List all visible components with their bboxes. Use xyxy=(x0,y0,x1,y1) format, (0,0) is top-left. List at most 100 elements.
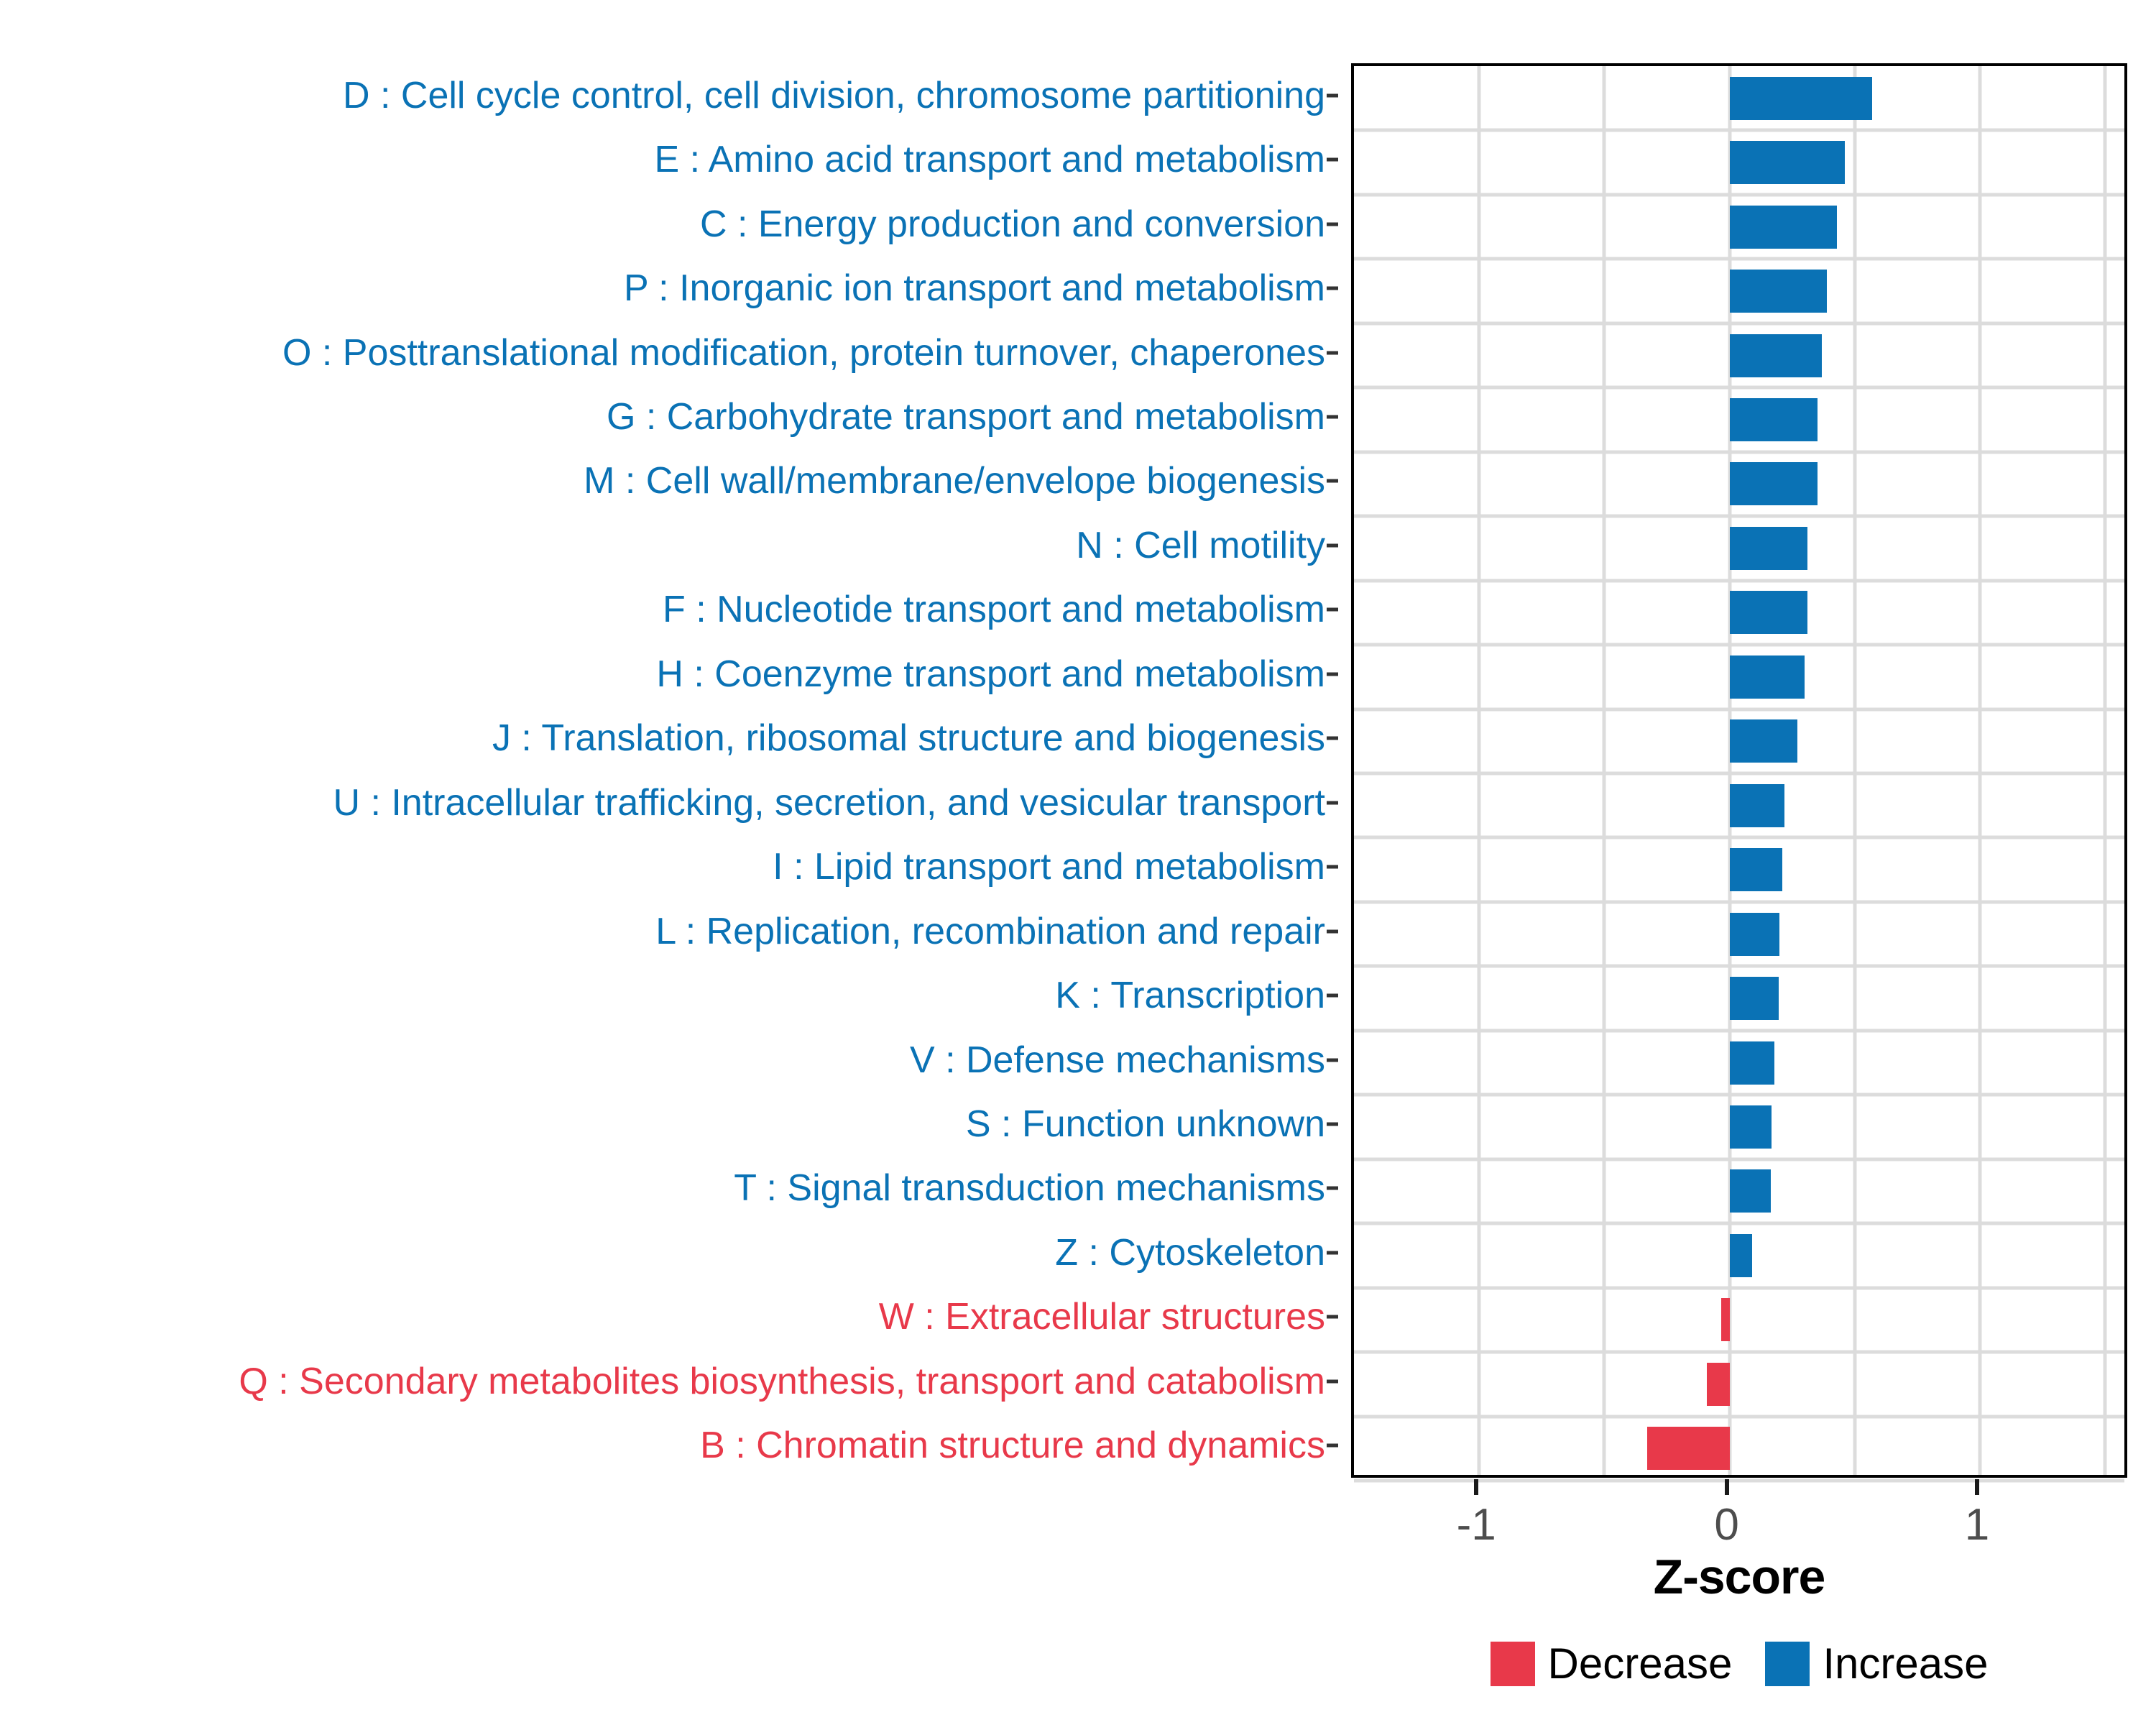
horizontal-gridline xyxy=(1354,321,2124,326)
horizontal-gridline xyxy=(1354,450,2124,454)
y-axis-label: F : Nucleotide transport and metabolism xyxy=(663,589,1325,631)
x-axis-tick-label: -1 xyxy=(1456,1500,1496,1550)
bar xyxy=(1729,1169,1772,1213)
horizontal-gridline xyxy=(1354,1478,2124,1483)
bar xyxy=(1729,655,1805,699)
horizontal-gridline xyxy=(1354,257,2124,261)
plot-inner xyxy=(1354,66,2124,1483)
horizontal-gridline xyxy=(1354,1157,2124,1162)
horizontal-gridline xyxy=(1354,1350,2124,1354)
y-axis-tick xyxy=(1327,672,1338,676)
y-axis-tick xyxy=(1327,222,1338,226)
bar xyxy=(1729,912,1780,956)
vertical-gridline-minor xyxy=(2103,66,2107,1475)
y-axis-tick xyxy=(1327,993,1338,998)
vertical-gridline xyxy=(1477,66,1481,1475)
bar xyxy=(1721,1298,1730,1342)
y-axis-tick xyxy=(1327,736,1338,740)
bar xyxy=(1729,1041,1775,1085)
y-axis-label: O : Posttranslational modification, prot… xyxy=(282,331,1325,374)
bar xyxy=(1729,783,1785,827)
legend-swatch xyxy=(1765,1641,1810,1686)
y-axis-tick xyxy=(1327,351,1338,355)
y-axis-tick xyxy=(1327,1122,1338,1126)
legend-swatch xyxy=(1490,1641,1535,1686)
y-axis-label: J : Translation, ribosomal structure and… xyxy=(492,717,1325,760)
y-axis-label: S : Function unknown xyxy=(965,1103,1325,1145)
y-axis-tick xyxy=(1327,543,1338,548)
legend-label: Increase xyxy=(1823,1639,1989,1688)
horizontal-gridline xyxy=(1354,1286,2124,1290)
horizontal-gridline xyxy=(1354,514,2124,518)
bar xyxy=(1646,1427,1730,1471)
vertical-gridline xyxy=(1728,66,1732,1475)
y-axis-label: H : Coenzyme transport and metabolism xyxy=(656,653,1325,695)
y-axis-label: T : Signal transduction mechanisms xyxy=(734,1167,1325,1210)
vertical-gridline xyxy=(1978,66,1982,1475)
bar xyxy=(1729,526,1807,570)
bar xyxy=(1729,848,1782,892)
horizontal-gridline xyxy=(1354,385,2124,390)
horizontal-gridline xyxy=(1354,835,2124,840)
y-axis-tick xyxy=(1327,286,1338,290)
y-axis-label: K : Transcription xyxy=(1055,975,1325,1017)
y-axis-tick xyxy=(1327,93,1338,98)
bar xyxy=(1706,1362,1730,1406)
y-axis-tick xyxy=(1327,1251,1338,1255)
vertical-gridline-minor xyxy=(1602,66,1606,1475)
bar xyxy=(1729,141,1845,185)
legend-item[interactable]: Decrease xyxy=(1490,1639,1733,1688)
y-axis-label: N : Cell motility xyxy=(1076,524,1325,566)
y-axis-tick xyxy=(1327,929,1338,934)
bar xyxy=(1729,462,1818,506)
x-axis-tick xyxy=(1474,1479,1479,1495)
y-axis-label: E : Amino acid transport and metabolism xyxy=(654,139,1325,181)
y-axis-label: V : Defense mechanisms xyxy=(909,1039,1325,1081)
x-axis-tick xyxy=(1724,1479,1729,1495)
x-axis-title: Z-score xyxy=(1351,1549,2127,1605)
y-axis-label: Z : Cytoskeleton xyxy=(1055,1231,1325,1274)
y-axis-label: D : Cell cycle control, cell division, c… xyxy=(343,74,1325,116)
bar xyxy=(1729,205,1838,249)
bar xyxy=(1729,719,1797,763)
y-axis-tick xyxy=(1327,415,1338,419)
x-axis-title-text: Z-score xyxy=(1653,1550,1826,1604)
y-axis-tick xyxy=(1327,865,1338,869)
y-axis-label: W : Extracellular structures xyxy=(878,1296,1325,1338)
horizontal-gridline xyxy=(1354,643,2124,647)
x-axis-tick xyxy=(1974,1479,1979,1495)
bar xyxy=(1729,76,1873,120)
bar xyxy=(1729,1105,1772,1149)
y-axis-tick xyxy=(1327,1379,1338,1384)
chart-legend: Decrease Increase xyxy=(1351,1639,2127,1688)
bar xyxy=(1729,398,1818,441)
y-axis-tick xyxy=(1327,801,1338,805)
y-axis-label: M : Cell wall/membrane/envelope biogenes… xyxy=(584,460,1325,502)
y-axis-label: Q : Secondary metabolites biosynthesis, … xyxy=(239,1360,1325,1402)
y-axis-tick xyxy=(1327,1186,1338,1190)
horizontal-gridline xyxy=(1354,771,2124,776)
horizontal-gridline xyxy=(1354,128,2124,132)
horizontal-gridline xyxy=(1354,579,2124,583)
y-axis-tick xyxy=(1327,1443,1338,1448)
horizontal-gridline xyxy=(1354,707,2124,712)
y-axis-category-labels: D : Cell cycle control, cell division, c… xyxy=(0,63,1338,1478)
y-axis-label: P : Inorganic ion transport and metaboli… xyxy=(623,267,1325,310)
y-axis-tick xyxy=(1327,157,1338,162)
horizontal-gridline xyxy=(1354,900,2124,904)
y-axis-label: C : Energy production and conversion xyxy=(699,203,1325,245)
horizontal-gridline xyxy=(1354,1221,2124,1225)
y-axis-label: I : Lipid transport and metabolism xyxy=(773,846,1325,888)
bar xyxy=(1729,1233,1752,1277)
plot-panel xyxy=(1351,63,2127,1483)
y-axis-label: L : Replication, recombination and repai… xyxy=(655,910,1325,952)
bar xyxy=(1729,977,1779,1021)
horizontal-gridline xyxy=(1354,1092,2124,1097)
y-axis-label: U : Intracellular trafficking, secretion… xyxy=(333,781,1325,824)
legend-label: Decrease xyxy=(1547,1639,1733,1688)
x-axis-tick-label: 1 xyxy=(1964,1500,1990,1550)
horizontal-gridline xyxy=(1354,1029,2124,1033)
bar xyxy=(1729,270,1828,313)
legend-item[interactable]: Increase xyxy=(1765,1639,1988,1688)
